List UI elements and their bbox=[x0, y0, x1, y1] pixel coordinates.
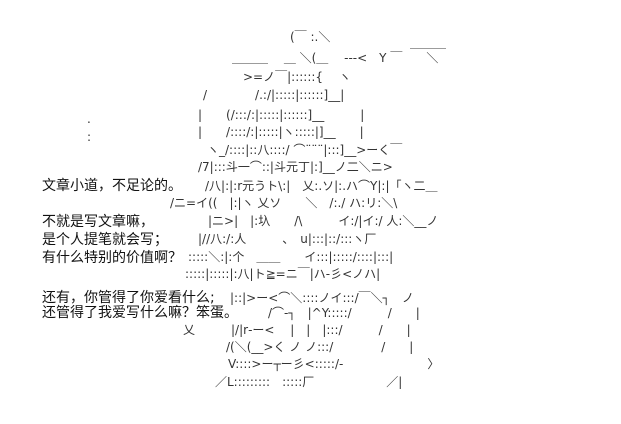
ascii-art-line: ヽ_/::::|::八::::/ ⌒¨¨¨|:::]__>ーく￣ bbox=[207, 143, 403, 157]
dialog-line: 有什么特别的价值啊？ bbox=[42, 250, 182, 266]
ascii-art-line: ＿＿＿ bbox=[410, 36, 447, 50]
ascii-art-line: V::::>ー┬ー彡<:::::/- 〉 bbox=[228, 357, 440, 371]
ascii-art-line: :::::|:::::|:八|ト≧=ニ￣|ハ-彡<ノハ| bbox=[185, 267, 381, 281]
dialog-line: 不就是写文章嘛， bbox=[42, 214, 154, 230]
ascii-art-line: ＿＿＿ ＿ ＼(＿ ---< Y ￣ ＼ bbox=[232, 51, 439, 65]
ascii-art-line: | (/:::/:|:::::|::::::]__ | bbox=[198, 108, 365, 122]
dialog-line: 还管得了我爱写什么嘛？笨蛋。 bbox=[42, 305, 238, 321]
ascii-art-line: /(＼(__>く ノ ノ:::/ / | bbox=[226, 340, 414, 354]
ascii-art-line: /八|:|:r元うト\:| 乂:.ソ|:.ハ⌒Y|:|「ヽ二＿ bbox=[205, 179, 438, 193]
ascii-art-line: /ニ=イ(( |:|ヽ 乂ソ ＼ /:./ ハ:リ:＼\ bbox=[170, 196, 398, 210]
dialog-line: 文章小道，不足论的。 bbox=[42, 178, 182, 194]
dialog-line: 还有，你管得了你爱看什么; bbox=[42, 290, 215, 306]
ascii-art-line: |//八:/:人 、 u|:::|::/:::ヽ厂 bbox=[198, 232, 377, 246]
ascii-art-dot: . bbox=[87, 112, 91, 126]
ascii-art-line: ／L::::::::: :::::厂 ／| bbox=[215, 375, 403, 389]
ascii-art-line: |::|>ー<⌒＼::::ノイ:::/￣＼┐ ノ bbox=[230, 291, 414, 305]
ascii-art-line: >=ノ￣|::::::{ ヽ bbox=[243, 70, 351, 84]
ascii-art-line: /7|:::斗一⌒::|斗元丁|:]__ノ二＼ニ> bbox=[198, 160, 393, 174]
dialog-line: 是个人提笔就会写； bbox=[42, 232, 168, 248]
ascii-art-line: |ニ>| |:圦 /\ イ:/|イ:/ 人:＼__ノ bbox=[208, 214, 439, 228]
ascii-art-line: /⌒-┐ |^Y:::::/ / | bbox=[268, 306, 420, 320]
ascii-art-line: (￣ :.＼ bbox=[290, 30, 331, 44]
ascii-art-line: :::::＼:|:个 ＿＿ イ:::|:::::/::::|:::| bbox=[188, 250, 394, 264]
ascii-art-line: / /.:/|:::::|::::::]__| bbox=[203, 88, 345, 102]
ascii-art-dot: : bbox=[87, 130, 92, 144]
ascii-art-line: 乂 |/|r‐ー< | | |:::/ / | bbox=[183, 323, 411, 337]
ascii-art-line: | /::::/:|:::::|ヽ:::::|]__ | bbox=[198, 125, 364, 139]
